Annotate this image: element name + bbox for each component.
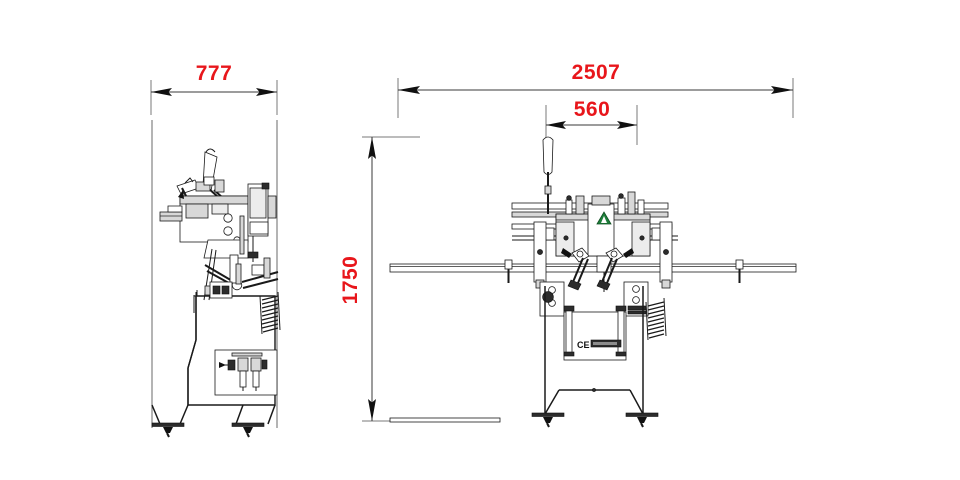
- front-panel: [563, 311, 627, 361]
- foot-plate-right: [231, 422, 265, 427]
- ce-label: CE: [577, 340, 590, 350]
- pneumatic-unit-detail: [219, 352, 268, 391]
- front-leg-left: [544, 389, 560, 415]
- head-center-block: [587, 203, 615, 257]
- leg-right-inner: [235, 404, 244, 425]
- side-view-head-assembly: [159, 148, 281, 335]
- rail-stop-right: [735, 259, 744, 270]
- front-leg-right: [629, 389, 644, 415]
- work-rails: [389, 259, 797, 283]
- leg-left-inner: [179, 404, 189, 425]
- foot-plate-left: [151, 422, 185, 427]
- front-foot-left: [543, 417, 553, 423]
- arrowhead-right: [617, 121, 637, 129]
- lever-grip: [542, 136, 554, 175]
- adjustable-foot-right: [243, 427, 253, 433]
- base-reference-line: [389, 417, 501, 423]
- leg-right: [267, 404, 276, 425]
- dimension-value-560: 560: [574, 98, 611, 121]
- bolt-circle-b: [223, 226, 233, 236]
- dimension-value-1750: 1750: [339, 256, 362, 305]
- dimension-777: 777: [150, 62, 278, 115]
- side-rail-stub: [159, 211, 183, 222]
- front-operating-lever: [542, 136, 554, 214]
- clamp-lever-right: [596, 247, 634, 291]
- ce-marking: CE: [577, 340, 590, 350]
- spring-stack: [259, 291, 281, 335]
- arrowhead-bottom: [368, 399, 376, 421]
- front-cabinet: CE: [389, 286, 659, 428]
- clamp-lever-left: [561, 247, 590, 291]
- head-top-cap: [591, 195, 611, 206]
- arrowhead-left: [546, 121, 566, 129]
- lower-side-modules: [539, 281, 667, 341]
- warning-triangle-icon: [596, 211, 612, 225]
- front-foot-plate-right: [625, 412, 659, 417]
- front-head-assembly: [539, 191, 667, 292]
- front-foot-plate-left: [531, 412, 565, 417]
- side-view-cabinet: [151, 120, 278, 438]
- arrowhead-right: [771, 86, 793, 94]
- front-foot-right: [637, 417, 647, 423]
- rail-stop-left: [504, 259, 513, 270]
- side-clamp-mechanism: [176, 176, 225, 199]
- front-rail-bar: [389, 263, 797, 273]
- bolt-circle-a: [223, 213, 233, 223]
- arrowhead-right: [256, 88, 277, 96]
- front-view: CE: [389, 136, 797, 428]
- cylinder-right: [617, 309, 625, 355]
- arrowhead-top: [368, 137, 376, 159]
- cylinder-left: [565, 309, 573, 355]
- clamp-levers: [561, 247, 634, 291]
- side-view: [151, 120, 281, 438]
- dimension-2507: 2507: [397, 61, 794, 118]
- linkage-arm-3: [204, 264, 235, 283]
- dimension-value-2507: 2507: [572, 61, 621, 84]
- lower-right-arm: [241, 271, 279, 283]
- adjustable-foot-left: [163, 427, 173, 433]
- arrowhead-left: [151, 88, 172, 96]
- dimension-value-777: 777: [196, 62, 233, 85]
- front-spring-stack: [645, 297, 667, 341]
- arrowhead-left: [398, 86, 420, 94]
- dimension-560: 560: [545, 98, 638, 145]
- leg-left: [151, 404, 161, 425]
